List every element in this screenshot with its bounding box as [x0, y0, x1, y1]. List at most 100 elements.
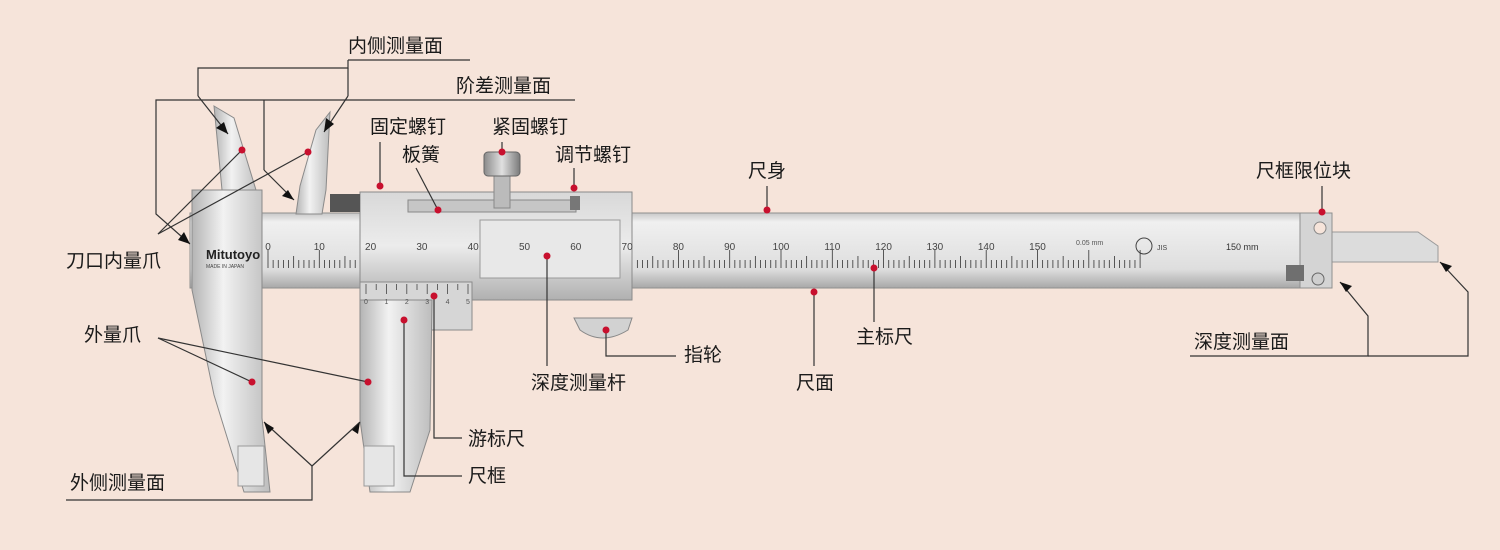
leader-slider [403, 320, 462, 477]
main-scale-number: 100 [773, 242, 790, 253]
main-scale-number: 60 [570, 242, 582, 253]
leader-outside-faces-b [311, 421, 361, 467]
fixing-screw-body [330, 194, 360, 212]
vernier-number: 3 [425, 299, 429, 306]
fixed-outside-jaw [191, 189, 271, 493]
locking-screw-knob [483, 151, 521, 177]
main-scale-number: 70 [622, 242, 634, 253]
dot-leaf [434, 206, 442, 214]
stopper-hole [1313, 221, 1327, 235]
label-slider: 尺框 [468, 465, 507, 487]
caliper-illustration: Mitutoyo MADE IN JAPAN 0.05 mm JIS 150 m… [189, 105, 1439, 493]
label-main-scale: 主标尺 [856, 326, 914, 348]
made-in-text: MADE IN JAPAN [206, 264, 244, 270]
label-locking-screw: 紧固螺钉 [492, 116, 569, 138]
dot-out-b [364, 378, 372, 386]
label-step-measuring-face: 阶差测量面 [456, 75, 552, 97]
dot-beam [763, 206, 771, 214]
dot-knife-b [304, 148, 312, 156]
leader-thumb [605, 330, 676, 357]
marker-dots [238, 146, 1326, 386]
main-scale-number: 50 [519, 242, 531, 253]
main-scale-number: 0 [265, 242, 271, 253]
label-adjusting-screw: 调节螺钉 [555, 144, 632, 166]
depth-bar-window [479, 219, 621, 279]
fixed-jaw-tip [237, 445, 265, 487]
locking-screw-stem [493, 171, 511, 209]
label-reference-surface: 尺面 [796, 372, 835, 394]
dot-thumb [602, 326, 610, 334]
label-inner-measuring-faces: 内侧测量面 [348, 35, 444, 57]
label-vernier-scale: 游标尺 [468, 428, 526, 450]
leader-lines [66, 59, 1469, 501]
dot-locking [498, 148, 506, 156]
main-scale-number: 80 [673, 242, 685, 253]
sliding-jaw-tip [363, 445, 395, 487]
leader-vernier [433, 296, 462, 439]
vernier-number: 4 [446, 299, 450, 306]
dot-out-a [248, 378, 256, 386]
label-outside-measuring-faces: 外侧测量面 [70, 472, 166, 494]
end-unit-text: 150 mm [1226, 242, 1259, 252]
main-scale-number: 150 [1029, 242, 1046, 253]
leader-depth-face [1190, 281, 1369, 357]
main-scale-number: 30 [416, 242, 428, 253]
arrow-inner-b [324, 118, 334, 132]
label-fixing-screw: 固定螺钉 [370, 116, 447, 138]
leader-outside-a [157, 337, 253, 383]
vernier-scale-numbers: 0 1 2 3 4 5 [364, 299, 470, 306]
adjusting-screw-body [570, 196, 580, 210]
leader-leaf [415, 167, 439, 211]
vernier-number: 0 [364, 299, 368, 306]
arrow-inner-a [216, 122, 228, 134]
vernier-number: 2 [405, 299, 409, 306]
label-leaf-spring: 板簧 [402, 144, 441, 166]
leader-depth-face-b [1368, 261, 1469, 357]
dot-fixing [376, 182, 384, 190]
main-scale-ticks [267, 250, 1141, 268]
main-scale-number: 120 [875, 242, 892, 253]
brand-text: Mitutoyo [206, 247, 260, 262]
leader-knife-b [157, 151, 309, 235]
vernier-number: 1 [384, 299, 388, 306]
dot-stopper [1318, 208, 1326, 216]
label-stopper: 尺框限位块 [1256, 160, 1352, 182]
main-scale-number: 130 [927, 242, 944, 253]
arrow-out-b [352, 422, 360, 434]
vernier-scale-ticks [365, 284, 469, 294]
main-scale-number: 90 [724, 242, 736, 253]
main-scale-number: 10 [314, 242, 326, 253]
label-main-beam: 尺身 [748, 160, 787, 182]
dot-slider [400, 316, 408, 324]
arrow-out-a [264, 422, 274, 434]
sliding-outside-jaw [359, 299, 433, 493]
arrowheads [178, 118, 1452, 434]
serial-plate [1286, 265, 1304, 281]
leader-outside-b [157, 337, 369, 383]
sliding-inside-jaw [295, 110, 331, 215]
arrow-knife [178, 232, 190, 244]
label-thumb-roller: 指轮 [684, 344, 723, 366]
depth-bar-tail [1319, 231, 1439, 263]
jis-mark [1135, 237, 1153, 255]
dot-adjusting [570, 184, 578, 192]
label-outside-jaws: 外量爪 [84, 324, 142, 346]
arrow-step [282, 190, 294, 200]
label-knife-edge-inside-jaws: 刀口内量爪 [66, 250, 162, 272]
leader-knife-a [157, 149, 243, 235]
label-depth-measuring-face: 深度测量面 [1194, 331, 1290, 353]
dot-depth-bar [543, 252, 551, 260]
main-scale-number: 140 [978, 242, 995, 253]
dot-knife-a [238, 146, 246, 154]
dot-surface [810, 288, 818, 296]
vernier-number: 5 [466, 299, 470, 306]
main-scale-number: 110 [824, 242, 840, 253]
leader-outside-faces [66, 466, 313, 501]
arrow-depth-b [1440, 262, 1452, 272]
jis-text: JIS [1157, 245, 1167, 252]
leader-step-face [155, 99, 575, 245]
leader-inner-faces [197, 60, 349, 96]
dot-main-scale [870, 264, 878, 272]
